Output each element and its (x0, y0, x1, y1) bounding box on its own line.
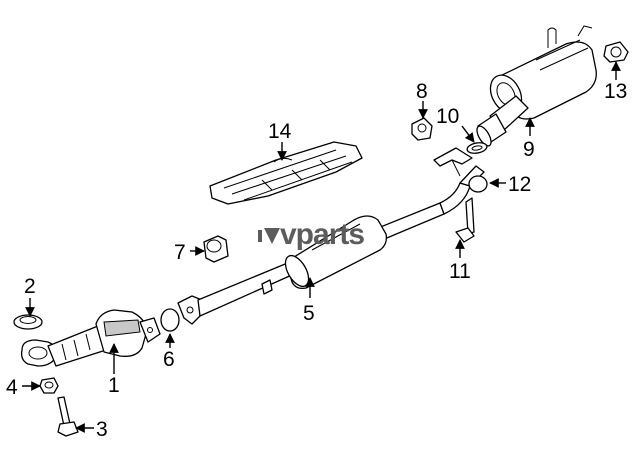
callout-7: 7 (174, 241, 186, 264)
resonator (284, 215, 388, 290)
leader-lines (22, 61, 621, 433)
callout-5: 5 (303, 302, 315, 325)
bolt (57, 396, 79, 437)
nut (411, 117, 433, 141)
watermark: vparts (258, 218, 365, 251)
callout-11: 11 (449, 260, 471, 283)
catalytic-converter (20, 309, 161, 367)
callout-10: 10 (436, 105, 459, 128)
callout-2: 2 (24, 275, 36, 298)
callout-1: 1 (108, 374, 120, 397)
callout-14: 14 (268, 120, 292, 143)
callout-13: 13 (604, 80, 627, 103)
gasket-ring (13, 314, 43, 330)
gasket (466, 142, 488, 154)
rubber-mount (603, 41, 629, 63)
vparts-logo-mark (258, 228, 280, 244)
callout-4: 4 (6, 376, 18, 399)
rubber-hanger (203, 235, 229, 263)
nut (39, 377, 59, 394)
heat-shield (209, 141, 363, 205)
callout-6: 6 (163, 348, 175, 371)
gasket (160, 308, 180, 332)
callout-3: 3 (96, 418, 108, 441)
watermark-text: vparts (280, 218, 364, 251)
callout-labels: 1 2 3 4 5 6 7 8 9 10 11 12 13 14 (6, 80, 627, 441)
callout-8: 8 (416, 80, 428, 103)
callout-9: 9 (523, 138, 535, 161)
exhaust-pipe (177, 147, 485, 325)
muffler (476, 25, 597, 147)
callout-12: 12 (508, 173, 531, 196)
rubber-mount (468, 175, 488, 193)
bolt (455, 197, 475, 243)
